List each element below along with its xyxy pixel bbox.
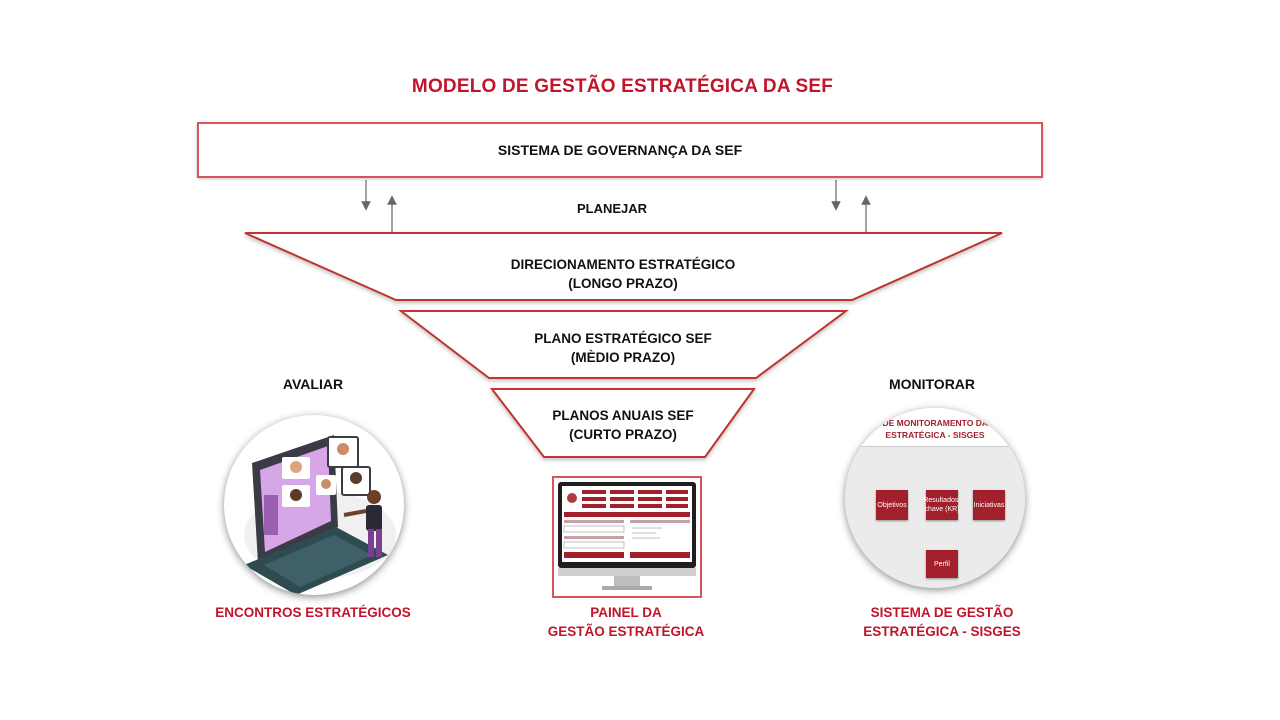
sisges-header-line1: STEMA DE MONITORAMENTO DA GESTÃ (845, 418, 1025, 429)
sisges-caption-line2: ESTRATÉGICA - SISGES (842, 622, 1042, 641)
painel-caption-line2: GESTÃO ESTRATÉGICA (526, 622, 726, 641)
sisges-caption-line1: SISTEMA DE GESTÃO (842, 603, 1042, 622)
painel-caption-line1: PAINEL DA (526, 603, 726, 622)
sisges-iniciativas-button[interactable]: Iniciativas (973, 490, 1005, 520)
monitorar-label: MONITORAR (862, 376, 1002, 392)
tier-2-line1: PLANO ESTRATÉGICO SEF (470, 329, 776, 348)
video-conference-icon (224, 415, 404, 595)
planejar-label: PLANEJAR (520, 201, 704, 216)
video-conference-illustration (224, 415, 404, 595)
sisges-resultados-button[interactable]: Resultados-chave (KR) (926, 490, 958, 520)
sisges-perfil-button[interactable]: Perfil (926, 550, 958, 578)
tier-3-line1: PLANOS ANUAIS SEF (500, 406, 746, 425)
sisges-header-line2: ESTRATÉGICA - SISGES (845, 430, 1025, 441)
tier-2-line2: (MÈDIO PRAZO) (470, 348, 776, 367)
tier-1-line2: (LONGO PRAZO) (460, 274, 786, 293)
monitor-dashboard (552, 476, 702, 598)
painel-caption: PAINEL DA GESTÃO ESTRATÉGICA (526, 603, 726, 641)
avaliar-label: AVALIAR (243, 376, 383, 392)
sisges-objetivos-button[interactable]: Objetivos (876, 490, 908, 520)
sisges-header-area: STEMA DE MONITORAMENTO DA GESTÃ ESTRATÉG… (845, 408, 1025, 446)
sisges-screenshot: STEMA DE MONITORAMENTO DA GESTÃ ESTRATÉG… (845, 408, 1025, 588)
sisges-caption: SISTEMA DE GESTÃO ESTRATÉGICA - SISGES (842, 603, 1042, 641)
tier-3-text: PLANOS ANUAIS SEF (CURTO PRAZO) (500, 406, 746, 444)
tier-3-line2: (CURTO PRAZO) (500, 425, 746, 444)
tier-2-text: PLANO ESTRATÉGICO SEF (MÈDIO PRAZO) (470, 329, 776, 367)
tier-1-line1: DIRECIONAMENTO ESTRATÉGICO (460, 255, 786, 274)
encontros-caption: ENCONTROS ESTRATÉGICOS (203, 603, 423, 622)
tier-1-text: DIRECIONAMENTO ESTRATÉGICO (LONGO PRAZO) (460, 255, 786, 293)
monitor-icon (552, 476, 702, 598)
